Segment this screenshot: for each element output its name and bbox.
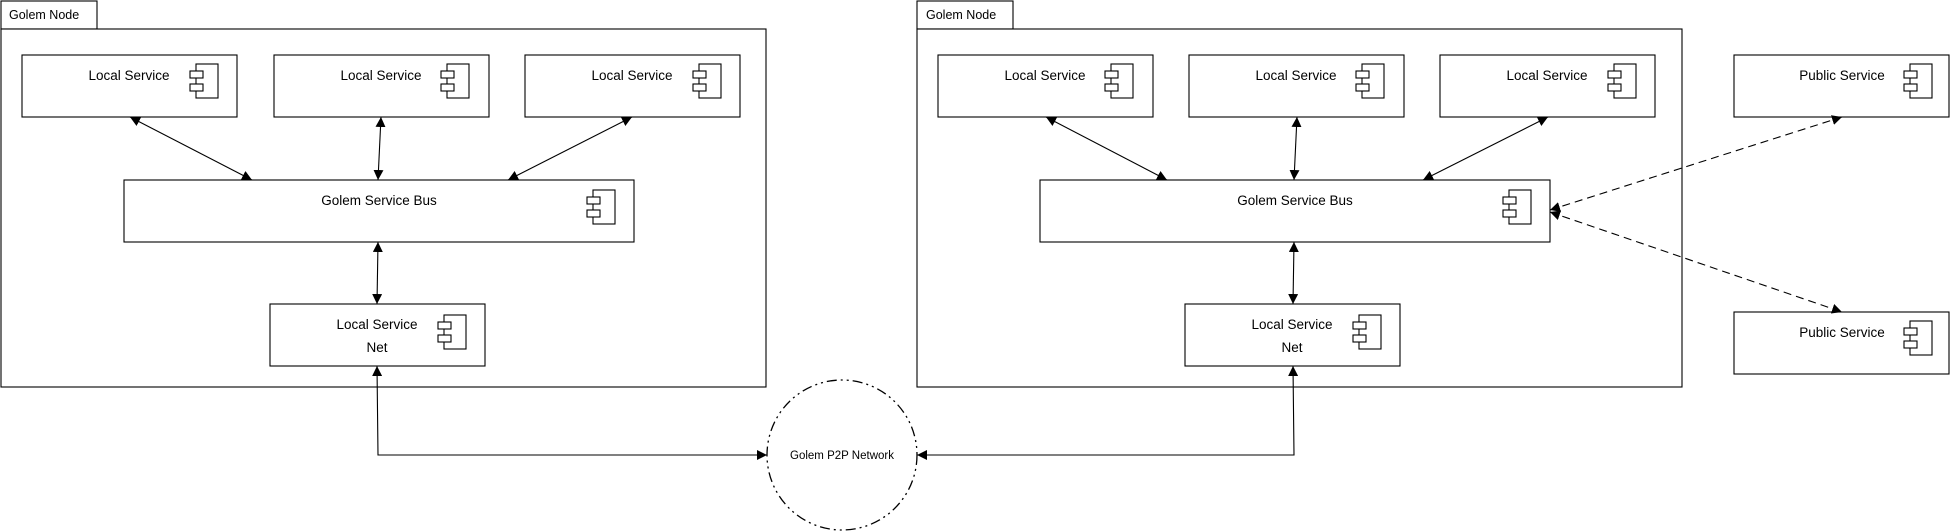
component-icon	[1903, 63, 1933, 99]
connector	[507, 116, 633, 181]
golem-service-bus-component: Golem Service Bus	[1039, 179, 1551, 243]
component-label: Local Service	[340, 68, 421, 83]
public-service-component: Public Service	[1733, 311, 1950, 375]
component-label: Net	[366, 340, 387, 355]
component-icon	[1502, 189, 1532, 225]
component-icon	[1355, 63, 1385, 99]
component-icon	[440, 63, 470, 99]
connector	[1289, 116, 1302, 181]
component-label: Net	[1281, 340, 1302, 355]
connector	[372, 241, 383, 305]
local-service-component: Local Service	[1188, 54, 1405, 118]
package-tab	[916, 0, 1014, 30]
component-label: Golem Service Bus	[321, 193, 437, 208]
component-icon	[692, 63, 722, 99]
network-connector	[917, 365, 1299, 460]
component-icon	[189, 63, 219, 99]
component-icon	[1352, 314, 1382, 350]
component-label: Local Service	[1251, 317, 1332, 332]
connector	[129, 116, 253, 181]
connector	[1045, 116, 1168, 181]
component-label: Public Service	[1799, 68, 1885, 83]
package-title: Golem Node	[9, 8, 79, 22]
component-icon	[1607, 63, 1637, 99]
component-icon	[437, 314, 467, 350]
package-tab	[0, 0, 98, 30]
local-service-net-component: Local Service Net	[269, 303, 486, 367]
connector	[1288, 241, 1299, 305]
component-label: Public Service	[1799, 325, 1885, 340]
package-title: Golem Node	[926, 8, 996, 22]
golem-service-bus-component: Golem Service Bus	[123, 179, 635, 243]
component-icon	[1903, 320, 1933, 356]
network-connector	[372, 365, 767, 460]
component-label: Local Service	[1255, 68, 1336, 83]
component-label: Local Service	[591, 68, 672, 83]
local-service-net-component: Local Service Net	[1184, 303, 1401, 367]
component-icon	[586, 189, 616, 225]
component-label: Local Service	[1004, 68, 1085, 83]
connector	[1422, 116, 1549, 181]
connector	[373, 116, 386, 181]
component-label: Local Service	[1506, 68, 1587, 83]
local-service-component: Local Service	[273, 54, 490, 118]
local-service-component: Local Service	[1439, 54, 1656, 118]
component-label: Local Service	[336, 317, 417, 332]
network-label: Golem P2P Network	[790, 450, 894, 462]
component-label: Local Service	[88, 68, 169, 83]
component-icon	[1104, 63, 1134, 99]
local-service-component: Local Service	[21, 54, 238, 118]
component-label: Golem Service Bus	[1237, 193, 1353, 208]
golem-p2p-network: Golem P2P Network	[766, 379, 918, 531]
public-service-component: Public Service	[1733, 54, 1950, 118]
local-service-component: Local Service	[524, 54, 741, 118]
local-service-component: Local Service	[937, 54, 1154, 118]
